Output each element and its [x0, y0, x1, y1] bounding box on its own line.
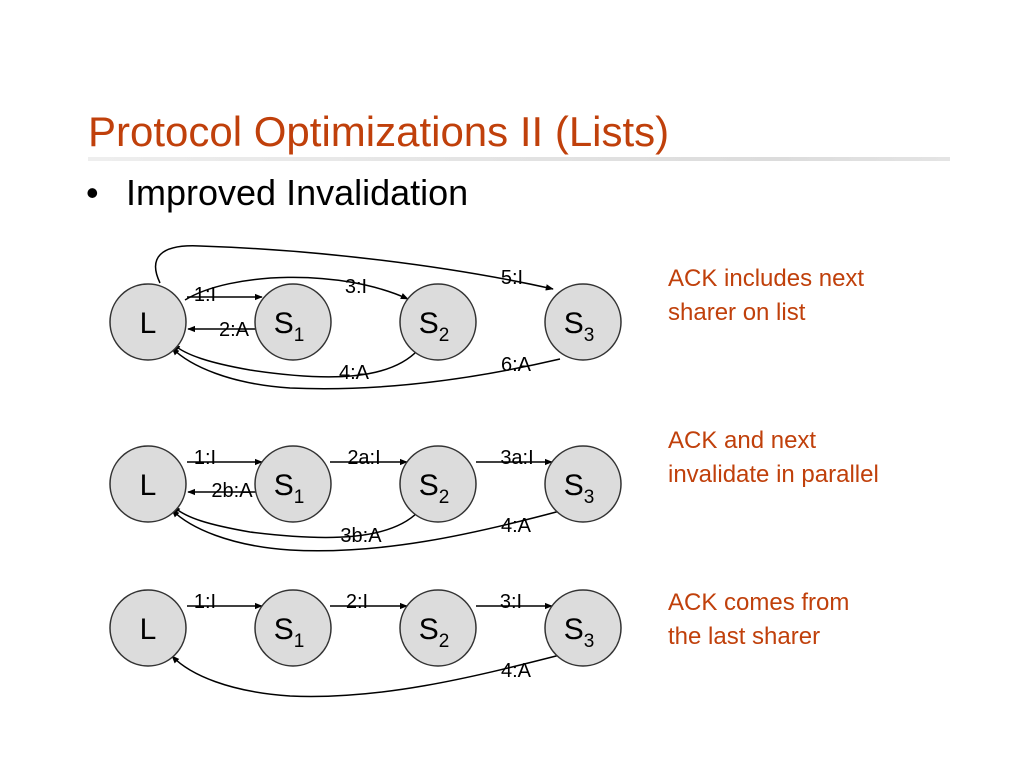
note-line: ACK comes from — [668, 589, 850, 616]
node-s1-label: S — [274, 307, 294, 340]
diagram-2: L S1 S2 S3 1:I 2b:A 2a:I 3b:A 3a:I 4:A — [109, 445, 622, 552]
node-s3-label: S — [564, 469, 584, 502]
node-l — [109, 589, 187, 667]
node-s1 — [254, 589, 332, 667]
node-l-label: L — [140, 469, 157, 502]
edge-4-s3-to-l — [171, 509, 561, 552]
node-s3 — [544, 283, 622, 361]
edge-label: 4:A — [501, 660, 532, 682]
note-3: ACK comes from the last sharer — [668, 586, 849, 654]
title-divider — [88, 157, 950, 161]
node-s3-sub: 3 — [584, 487, 595, 508]
edge-label: 6:A — [501, 354, 532, 376]
node-s1-sub: 1 — [294, 325, 305, 346]
note-line: ACK includes next — [668, 265, 865, 292]
node-s2-label: S — [419, 307, 439, 340]
diagram-3: L S1 S2 S3 1:I 2:I 3:I 4:A — [109, 589, 622, 698]
edge-5-l-to-s3 — [154, 245, 554, 291]
node-s3-sub: 3 — [584, 325, 595, 346]
edge-label: 3a:I — [500, 447, 533, 469]
node-s2-label: S — [419, 469, 439, 502]
diagram-1: L S1 S2 S3 1:I 2:A 3:I 4:A 5:I 6:A — [109, 245, 622, 390]
node-s2-label: S — [419, 613, 439, 646]
node-s1 — [254, 283, 332, 361]
node-s3 — [544, 589, 622, 667]
node-s2 — [399, 589, 477, 667]
edge-label: 5:I — [501, 267, 523, 289]
node-s2-sub: 2 — [439, 487, 450, 508]
edge-3b-s2-to-l — [172, 505, 419, 539]
node-s3 — [544, 445, 622, 523]
note-line: sharer on list — [668, 299, 806, 326]
edge-3-l-to-s2 — [184, 276, 409, 301]
node-s1-sub: 1 — [294, 631, 305, 652]
node-s2 — [399, 283, 477, 361]
edge-label: 1:I — [194, 284, 216, 306]
svg-text:S3: S3 — [564, 307, 595, 346]
edge-label: 2:A — [219, 319, 250, 341]
slide-title: Protocol Optimizations II (Lists) — [88, 108, 670, 155]
edge-4-s3-to-l — [171, 654, 561, 698]
note-line: the last sharer — [668, 623, 821, 650]
svg-text:S2: S2 — [419, 469, 450, 508]
node-s3-sub: 3 — [584, 631, 595, 652]
note-1: ACK includes next sharer on list — [668, 262, 864, 330]
svg-text:S1: S1 — [274, 613, 305, 652]
svg-text:S3: S3 — [564, 469, 595, 508]
edge-label: 2:I — [346, 591, 368, 613]
node-s2-sub: 2 — [439, 631, 450, 652]
node-s2 — [399, 445, 477, 523]
node-l-label: L — [140, 307, 157, 340]
edge-label: 3b:A — [340, 525, 382, 547]
svg-text:S1: S1 — [274, 307, 305, 346]
svg-text:S2: S2 — [419, 307, 450, 346]
note-2: ACK and next invalidate in parallel — [668, 424, 879, 492]
node-l — [109, 283, 187, 361]
note-line: ACK and next — [668, 427, 817, 454]
node-s1-sub: 1 — [294, 487, 305, 508]
node-s1-label: S — [274, 613, 294, 646]
edge-label: 3:I — [345, 276, 367, 298]
node-s2-sub: 2 — [439, 325, 450, 346]
edge-label: 3:I — [500, 591, 522, 613]
bullet-text: Improved Invalidation — [126, 172, 469, 213]
edge-label: 2b:A — [211, 480, 253, 502]
edge-label: 1:I — [194, 591, 216, 613]
node-s3-label: S — [564, 307, 584, 340]
edge-label: 4:A — [501, 515, 532, 537]
node-s3-label: S — [564, 613, 584, 646]
node-s1-label: S — [274, 469, 294, 502]
edge-label: 4:A — [339, 362, 370, 384]
bullet-marker: • — [86, 172, 99, 213]
edge-label: 2a:I — [347, 447, 380, 469]
bullet-item: • Improved Invalidation — [86, 172, 468, 214]
note-line: invalidate in parallel — [668, 461, 879, 488]
node-l-label: L — [140, 613, 157, 646]
edge-label: 1:I — [194, 447, 216, 469]
node-l — [109, 445, 187, 523]
svg-text:S1: S1 — [274, 469, 305, 508]
edge-6-s3-to-l — [171, 347, 561, 390]
edge-4-s2-to-l — [172, 343, 419, 378]
svg-text:S3: S3 — [564, 613, 595, 652]
svg-text:S2: S2 — [419, 613, 450, 652]
node-s1 — [254, 445, 332, 523]
